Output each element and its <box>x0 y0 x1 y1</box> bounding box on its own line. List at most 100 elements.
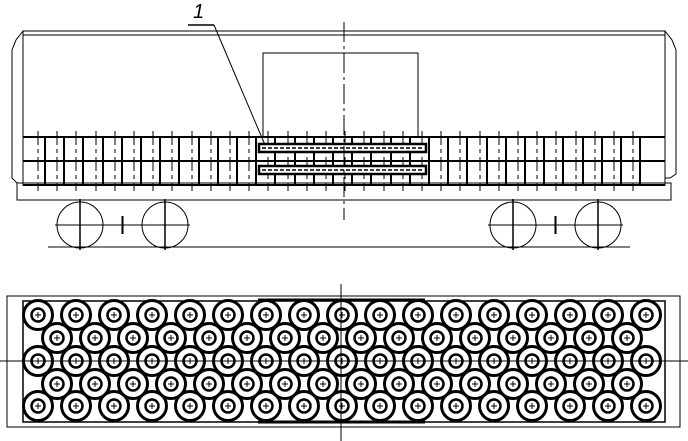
coil-center-mark <box>320 381 326 387</box>
coil-inner <box>144 398 160 414</box>
coil-center-mark <box>472 381 478 387</box>
coil-inner <box>239 376 255 392</box>
coil-center-mark <box>168 381 174 387</box>
coil-center-mark <box>73 312 79 318</box>
coil-inner <box>600 398 616 414</box>
coil-inner <box>182 307 198 323</box>
coil-center-mark <box>586 335 592 341</box>
coil-center-mark <box>92 381 98 387</box>
coil-center-mark <box>225 312 231 318</box>
coil-inner <box>201 376 217 392</box>
coil-center-mark <box>472 335 478 341</box>
coil-center-mark <box>339 403 345 409</box>
coil-inner <box>410 307 426 323</box>
coil-center-mark <box>54 381 60 387</box>
coil-center-mark <box>244 335 250 341</box>
coil-center-mark <box>510 335 516 341</box>
coil-center-mark <box>35 403 41 409</box>
coil-center-mark <box>396 335 402 341</box>
coil-inner <box>467 376 483 392</box>
coil-center-mark <box>92 335 98 341</box>
coil-center-mark <box>320 335 326 341</box>
coil-inner <box>163 330 179 346</box>
coil-inner <box>486 307 502 323</box>
coil-center-mark <box>73 403 79 409</box>
coil-center-mark <box>434 335 440 341</box>
coil-center-mark <box>643 312 649 318</box>
callout-label: 1 <box>193 1 205 23</box>
coil-inner <box>391 330 407 346</box>
coil-inner <box>486 398 502 414</box>
coil-inner <box>334 307 350 323</box>
coil-center-mark <box>510 381 516 387</box>
coil-center-mark <box>206 381 212 387</box>
coil-inner <box>201 330 217 346</box>
coil-inner <box>220 398 236 414</box>
coil-center-mark <box>415 312 421 318</box>
coil-center-mark <box>605 312 611 318</box>
coil-center-mark <box>491 403 497 409</box>
coil-center-mark <box>168 335 174 341</box>
coil-center-mark <box>111 403 117 409</box>
coil-inner <box>581 376 597 392</box>
coil-center-mark <box>187 403 193 409</box>
coil-center-mark <box>206 335 212 341</box>
coil-center-mark <box>244 381 250 387</box>
coil-inner <box>239 330 255 346</box>
coil-inner <box>296 398 312 414</box>
coil-inner <box>87 376 103 392</box>
coil-center-mark <box>434 381 440 387</box>
coil-center-mark <box>453 312 459 318</box>
coil-inner <box>353 330 369 346</box>
coil-inner <box>125 330 141 346</box>
coil-center-mark <box>491 312 497 318</box>
coil-inner <box>68 307 84 323</box>
end-wall-right <box>664 30 677 179</box>
coil-inner <box>296 307 312 323</box>
coil-inner <box>277 376 293 392</box>
coil-inner <box>524 307 540 323</box>
coil-inner <box>68 398 84 414</box>
coil-center-mark <box>567 312 573 318</box>
coil-inner <box>543 330 559 346</box>
coil-center-mark <box>624 381 630 387</box>
coil-inner <box>87 330 103 346</box>
coil-center-mark <box>605 403 611 409</box>
coil-inner <box>334 398 350 414</box>
coil-inner <box>258 398 274 414</box>
coil-center-mark <box>282 335 288 341</box>
side-view-wagon <box>11 22 677 250</box>
coil-inner <box>448 307 464 323</box>
callout-leader <box>213 24 266 146</box>
coil-inner <box>372 307 388 323</box>
coil-inner <box>524 398 540 414</box>
coil-center-mark <box>263 312 269 318</box>
coil-center-mark <box>225 403 231 409</box>
coil-center-mark <box>149 403 155 409</box>
coil-inner <box>220 307 236 323</box>
coil-inner <box>372 398 388 414</box>
coil-inner <box>315 330 331 346</box>
coil-inner <box>638 398 654 414</box>
coil-center-mark <box>301 403 307 409</box>
coil-inner <box>353 376 369 392</box>
coil-center-mark <box>415 403 421 409</box>
coil-inner <box>30 307 46 323</box>
coil-inner <box>619 330 635 346</box>
coil-center-mark <box>453 403 459 409</box>
coil-inner <box>277 330 293 346</box>
coil-center-mark <box>130 381 136 387</box>
coil-center-mark <box>301 312 307 318</box>
coil-center-mark <box>35 312 41 318</box>
coil-inner <box>49 376 65 392</box>
coil-center-mark <box>529 312 535 318</box>
coil-center-mark <box>339 312 345 318</box>
coil-inner <box>562 307 578 323</box>
coil-center-mark <box>377 403 383 409</box>
coil-inner <box>429 376 445 392</box>
coil-inner <box>125 376 141 392</box>
coil-center-mark <box>643 403 649 409</box>
coil-center-mark <box>282 381 288 387</box>
